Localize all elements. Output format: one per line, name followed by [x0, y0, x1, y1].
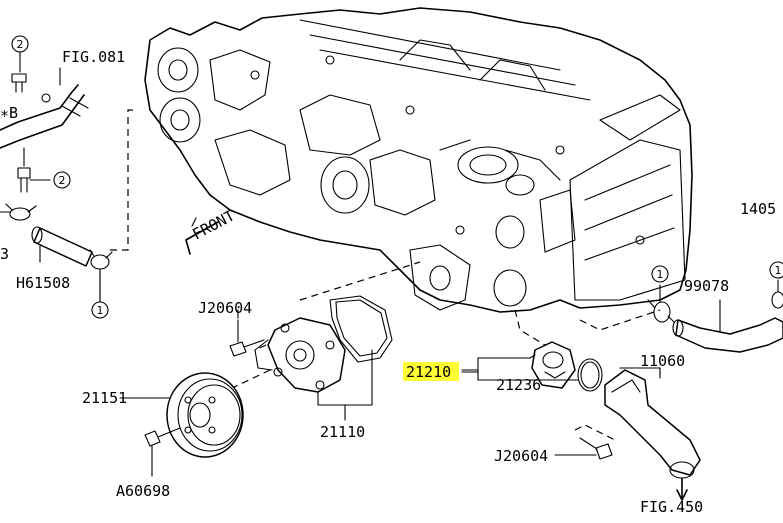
highlighted-part-21210: 21210 [403, 362, 459, 381]
callout-1-left-number: 1 [97, 304, 104, 317]
callout-1-far: 1 [769, 261, 783, 279]
hose-99078-drawing [647, 279, 783, 353]
leader-lines [34, 67, 661, 456]
label-front: FRONT [189, 206, 237, 243]
callout-2-mid-number: 2 [59, 174, 66, 187]
callout-1-far-number: 1 [775, 264, 782, 277]
callout-1-right: 1 [651, 265, 669, 283]
label-11060: 11060 [640, 352, 685, 370]
front-arrow [185, 217, 219, 255]
label-h61508: H61508 [16, 274, 70, 292]
label-3-partial: 3 [0, 245, 9, 263]
label-21151: 21151 [82, 389, 127, 407]
callout-1-right-number: 1 [657, 268, 664, 281]
water-pump-drawing [227, 261, 421, 421]
thermostat-drawing [461, 309, 661, 392]
pulley-drawing [139, 372, 244, 477]
bypass-pipe-drawing [0, 51, 138, 301]
callout-2-mid: 2 [53, 171, 71, 189]
label-99078: 99078 [684, 277, 729, 295]
engine-block-drawing [144, 7, 693, 313]
label-j20604-top: J20604 [198, 299, 252, 317]
callout-2-top: 2 [11, 35, 29, 53]
highlight-marker [403, 362, 459, 381]
label-j20604-bottom: J20604 [494, 447, 548, 465]
callout-2-top-number: 2 [17, 38, 24, 51]
label-fig081: FIG.081 [62, 48, 125, 66]
label-21236: 21236 [496, 376, 541, 394]
label-fig450: FIG.450 [640, 498, 703, 516]
label-21110: 21110 [320, 423, 365, 441]
label-a60698: A60698 [116, 482, 170, 500]
label-1405-partial: 1405 [740, 200, 776, 218]
callout-1-left: 1 [91, 301, 109, 319]
label-21210: 21210 [406, 363, 451, 381]
label-ref-b: ∗B [0, 104, 18, 122]
